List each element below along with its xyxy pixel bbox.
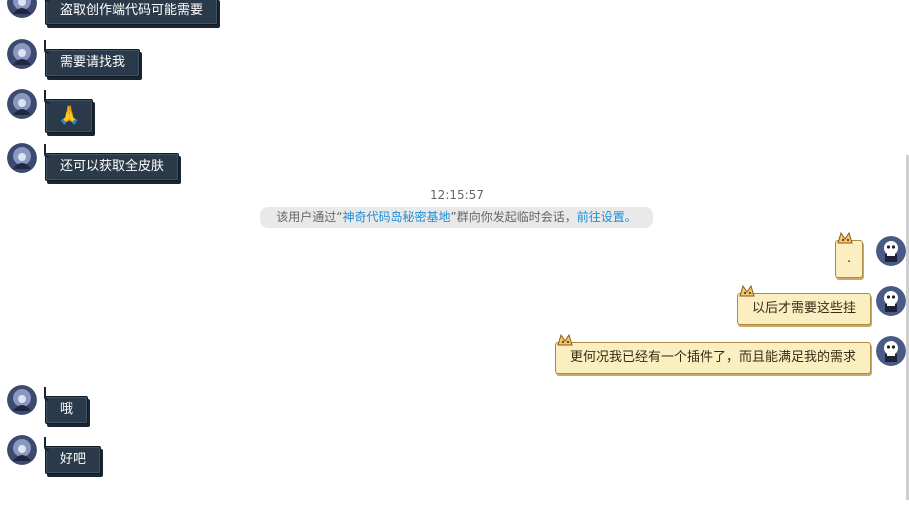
- message-bubble[interactable]: 好吧: [44, 437, 102, 474]
- anchor-hook-icon: [44, 40, 50, 54]
- hooded-avatar-icon[interactable]: [7, 0, 37, 18]
- message-bubble[interactable]: 哦: [44, 387, 89, 424]
- message-text: 盗取创作端代码可能需要: [60, 3, 204, 18]
- cat-ears-icon: [739, 284, 755, 297]
- notice-close-quote: ”: [450, 210, 457, 224]
- anchor-hook-icon: [44, 0, 50, 2]
- notice-prefix: 该用户通过: [276, 210, 337, 224]
- hooded-avatar-icon[interactable]: [7, 143, 37, 173]
- skeleton-avatar-icon[interactable]: [876, 336, 906, 366]
- message-text: 需要请找我: [60, 55, 126, 70]
- cat-ears-icon: [837, 231, 853, 244]
- message-bubble[interactable]: .: [835, 231, 864, 278]
- hooded-avatar-icon[interactable]: [7, 435, 37, 465]
- message-bubble[interactable]: 以后才需要这些挂: [737, 284, 872, 325]
- message-bubble[interactable]: 更何况我已经有一个插件了，而且能满足我的需求: [555, 333, 872, 374]
- message-text: .: [847, 251, 852, 266]
- message-text: 还可以获取全皮肤: [60, 159, 165, 174]
- message-bubble[interactable]: 盗取创作端代码可能需要: [44, 0, 219, 25]
- scrollbar[interactable]: [906, 155, 909, 500]
- message-bubble[interactable]: 还可以获取全皮肤: [44, 144, 180, 181]
- anchor-hook-icon: [44, 144, 50, 158]
- message-text: 以后才需要这些挂: [752, 301, 857, 316]
- message-text: 哦: [60, 402, 74, 417]
- go-to-settings-link[interactable]: 前往设置: [576, 210, 625, 224]
- notice-middle: 群向你发起临时会话，: [456, 210, 577, 224]
- hooded-avatar-icon[interactable]: [7, 39, 37, 69]
- anchor-hook-icon: [44, 437, 50, 451]
- anchor-hook-icon: [44, 387, 50, 401]
- notice-suffix: 。: [624, 210, 637, 224]
- temporary-chat-notice: 该用户通过“神奇代码岛秘密基地”群向你发起临时会话，前往设置。: [260, 207, 653, 228]
- hooded-avatar-icon[interactable]: [7, 385, 37, 415]
- message-text: 好吧: [60, 452, 87, 467]
- anchor-hook-icon: [44, 90, 50, 104]
- cat-ears-icon: [557, 333, 573, 346]
- skeleton-avatar-icon[interactable]: [876, 236, 906, 266]
- praying-hands-emoji: 🙏: [58, 105, 81, 126]
- message-bubble[interactable]: 需要请找我: [44, 40, 141, 77]
- skeleton-avatar-icon[interactable]: [876, 286, 906, 316]
- timestamp: 12:15:57: [430, 188, 484, 202]
- notice-open-quote: “: [336, 210, 343, 224]
- message-bubble[interactable]: 🙏: [44, 90, 94, 133]
- hooded-avatar-icon[interactable]: [7, 89, 37, 119]
- group-name-link[interactable]: 神奇代码岛秘密基地: [342, 210, 451, 224]
- message-text: 更何况我已经有一个插件了，而且能满足我的需求: [570, 350, 857, 365]
